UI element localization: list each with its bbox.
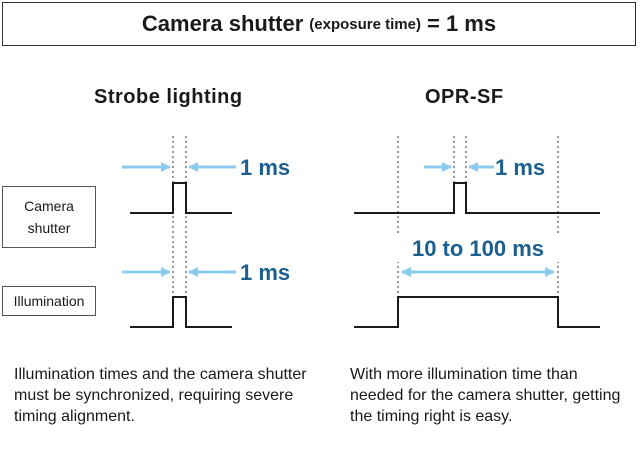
right-illumination-pulse (354, 296, 600, 328)
title-suffix: = 1 ms (426, 11, 497, 36)
right-heading: OPR-SF (425, 86, 504, 108)
right-shutter-pulse (354, 182, 600, 214)
left-illum-dim-label: 1 ms (240, 260, 290, 285)
right-illum-dim-label: 10 to 100 ms (412, 236, 544, 261)
right-shutter-dim-label: 1 ms (495, 155, 545, 180)
left-caption: Illumination times and the camera shutte… (14, 366, 307, 425)
camera-shutter-label: Camera shutter (2, 186, 96, 248)
right-caption: With more illumination time than needed … (350, 366, 621, 425)
left-illumination-pulse (130, 296, 232, 328)
title-box: Camera shutter (exposure time) = 1 ms (2, 2, 636, 46)
left-shutter-dim-label: 1 ms (240, 155, 290, 180)
title-main: Camera shutter (141, 11, 304, 36)
title-sub: (exposure time) (309, 15, 421, 33)
left-shutter-pulse (130, 182, 232, 214)
illumination-label: Illumination (2, 286, 96, 316)
left-heading: Strobe lighting (94, 86, 243, 108)
